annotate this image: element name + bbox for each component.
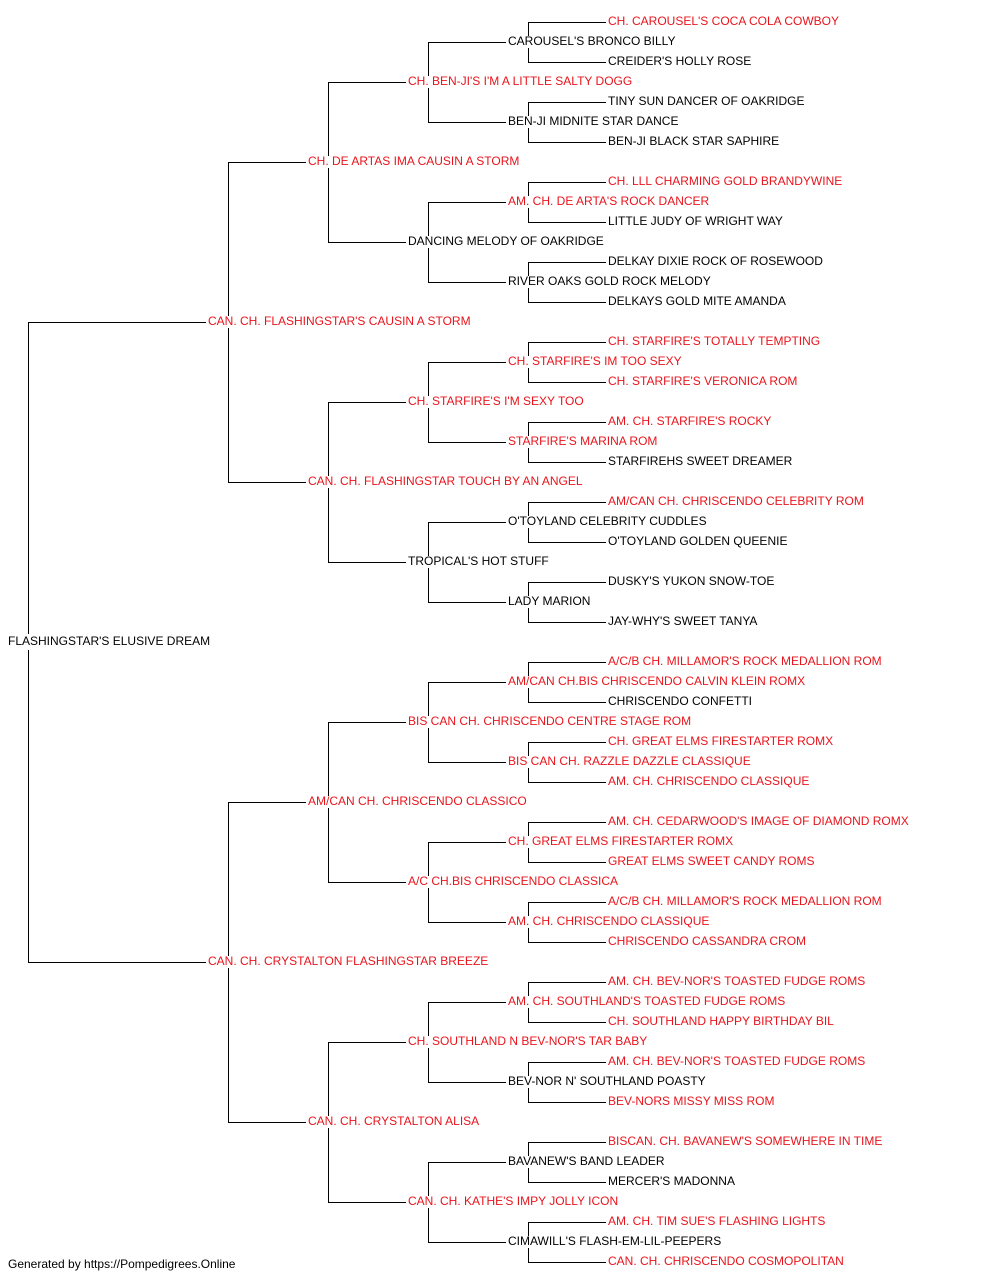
dam-name-gen5: CH. SOUTHLAND HAPPY BIRTHDAY BIL — [608, 1014, 834, 1028]
dam-name-gen5: LITTLE JUDY OF WRIGHT WAY — [608, 214, 783, 228]
dam-name-gen1: CAN. CH. CRYSTALTON FLASHINGSTAR BREEZE — [208, 954, 489, 968]
dam-name-gen5: STARFIREHS SWEET DREAMER — [608, 454, 793, 468]
dam-name-gen4: CIMAWILL'S FLASH-EM-LIL-PEEPERS — [508, 1234, 722, 1248]
sire-name-gen4: AM/CAN CH.BIS CHRISCENDO CALVIN KLEIN RO… — [508, 674, 806, 688]
dam-name-gen5: BEV-NORS MISSY MISS ROM — [608, 1094, 775, 1108]
sire-name-gen5: A/C/B CH. MILLAMOR'S ROCK MEDALLION ROM — [608, 894, 882, 908]
dam-name-gen4: AM. CH. CHRISCENDO CLASSIQUE — [508, 914, 710, 928]
sire-name-gen5: AM/CAN CH. CHRISCENDO CELEBRITY ROM — [608, 494, 864, 508]
sire-name-gen5: CH. LLL CHARMING GOLD BRANDYWINE — [608, 174, 843, 188]
sire-name-gen5: DUSKY'S YUKON SNOW-TOE — [608, 574, 775, 588]
dam-name-gen5: JAY-WHY'S SWEET TANYA — [608, 614, 758, 628]
sire-name-gen5: CH. STARFIRE'S TOTALLY TEMPTING — [608, 334, 821, 348]
sire-name-gen4: O'TOYLAND CELEBRITY CUDDLES — [508, 514, 707, 528]
sire-name-gen3: BIS CAN CH. CHRISCENDO CENTRE STAGE ROM — [408, 714, 692, 728]
sire-name-gen4: AM. CH. DE ARTA'S ROCK DANCER — [508, 194, 710, 208]
dam-name-gen5: AM. CH. CHRISCENDO CLASSIQUE — [608, 774, 810, 788]
dam-name-gen4: RIVER OAKS GOLD ROCK MELODY — [508, 274, 711, 288]
dam-name-gen5: CREIDER'S HOLLY ROSE — [608, 54, 752, 68]
sire-name-gen5: DELKAY DIXIE ROCK OF ROSEWOOD — [608, 254, 823, 268]
dam-name-gen5: MERCER'S MADONNA — [608, 1174, 735, 1188]
dam-name-gen4: STARFIRE'S MARINA ROM — [508, 434, 658, 448]
sire-name-gen5: CH. GREAT ELMS FIRESTARTER ROMX — [608, 734, 834, 748]
dam-name-gen5: O'TOYLAND GOLDEN QUEENIE — [608, 534, 788, 548]
sire-name-gen4: BAVANEW'S BAND LEADER — [508, 1154, 665, 1168]
sire-name-gen5: AM. CH. CEDARWOOD'S IMAGE OF DIAMOND ROM… — [608, 814, 909, 828]
dam-name-gen4: BEN-JI MIDNITE STAR DANCE — [508, 114, 679, 128]
dam-name-gen5: DELKAYS GOLD MITE AMANDA — [608, 294, 786, 308]
sire-name-gen5: BISCAN. CH. BAVANEW'S SOMEWHERE IN TIME — [608, 1134, 883, 1148]
dam-name-gen4: BIS CAN CH. RAZZLE DAZZLE CLASSIQUE — [508, 754, 751, 768]
dam-name-gen5: CAN. CH. CHRISCENDO COSMOPOLITAN — [608, 1254, 844, 1268]
sire-name-gen4: CAROUSEL'S BRONCO BILLY — [508, 34, 676, 48]
dam-name-gen3: DANCING MELODY OF OAKRIDGE — [408, 234, 604, 248]
sire-name-gen3: CH. BEN-JI'S I'M A LITTLE SALTY DOGG — [408, 74, 633, 88]
sire-name-gen5: CH. CAROUSEL'S COCA COLA COWBOY — [608, 14, 840, 28]
dam-name-gen5: CHRISCENDO CONFETTI — [608, 694, 752, 708]
subject-dog-name: FLASHINGSTAR'S ELUSIVE DREAM — [8, 634, 211, 648]
dam-name-gen3: A/C CH.BIS CHRISCENDO CLASSICA — [408, 874, 619, 888]
dam-name-gen3: CAN. CH. KATHE'S IMPY JOLLY ICON — [408, 1194, 619, 1208]
dam-name-gen4: LADY MARION — [508, 594, 591, 608]
sire-name-gen4: AM. CH. SOUTHLAND'S TOASTED FUDGE ROMS — [508, 994, 786, 1008]
sire-name-gen4: CH. GREAT ELMS FIRESTARTER ROMX — [508, 834, 734, 848]
dam-name-gen5: CH. STARFIRE'S VERONICA ROM — [608, 374, 798, 388]
sire-name-gen1: CAN. CH. FLASHINGSTAR'S CAUSIN A STORM — [208, 314, 471, 328]
dam-name-gen5: GREAT ELMS SWEET CANDY ROMS — [608, 854, 815, 868]
sire-name-gen5: AM. CH. BEV-NOR'S TOASTED FUDGE ROMS — [608, 974, 866, 988]
sire-name-gen2: CH. DE ARTAS IMA CAUSIN A STORM — [308, 154, 520, 168]
sire-name-gen5: AM. CH. STARFIRE'S ROCKY — [608, 414, 772, 428]
dam-name-gen2: CAN. CH. FLASHINGSTAR TOUCH BY AN ANGEL — [308, 474, 583, 488]
generated-by-footer: Generated by https://Pompedigrees.Online — [8, 1257, 236, 1271]
sire-name-gen2: AM/CAN CH. CHRISCENDO CLASSICO — [308, 794, 527, 808]
dam-name-gen4: BEV-NOR N' SOUTHLAND POASTY — [508, 1074, 706, 1088]
dam-name-gen5: BEN-JI BLACK STAR SAPHIRE — [608, 134, 780, 148]
dam-name-gen2: CAN. CH. CRYSTALTON ALISA — [308, 1114, 480, 1128]
sire-name-gen5: AM. CH. TIM SUE'S FLASHING LIGHTS — [608, 1214, 826, 1228]
sire-name-gen4: CH. STARFIRE'S IM TOO SEXY — [508, 354, 682, 368]
dam-name-gen3: TROPICAL'S HOT STUFF — [408, 554, 549, 568]
sire-name-gen3: CH. STARFIRE'S I'M SEXY TOO — [408, 394, 584, 408]
dam-name-gen5: CHRISCENDO CASSANDRA CROM — [608, 934, 807, 948]
sire-name-gen5: AM. CH. BEV-NOR'S TOASTED FUDGE ROMS — [608, 1054, 866, 1068]
sire-name-gen5: TINY SUN DANCER OF OAKRIDGE — [608, 94, 805, 108]
sire-name-gen5: A/C/B CH. MILLAMOR'S ROCK MEDALLION ROM — [608, 654, 882, 668]
sire-name-gen3: CH. SOUTHLAND N BEV-NOR'S TAR BABY — [408, 1034, 648, 1048]
